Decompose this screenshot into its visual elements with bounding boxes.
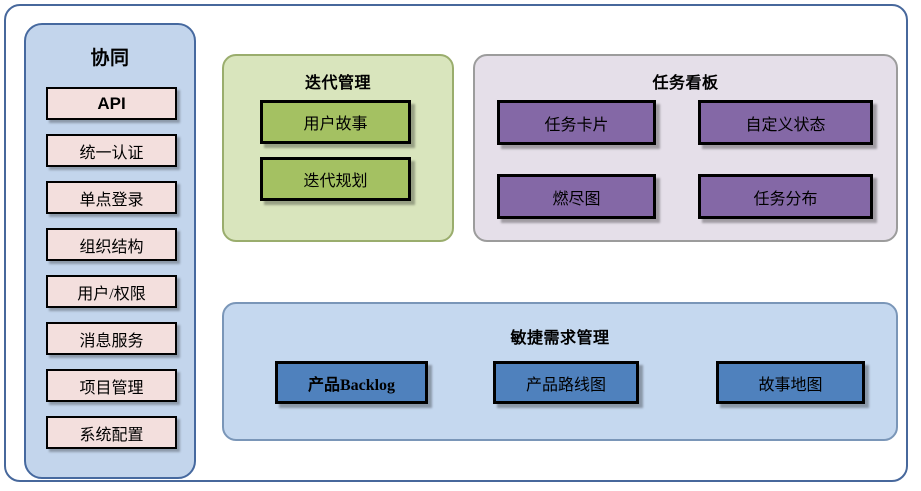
sidebar-item-api[interactable]: API (46, 87, 177, 120)
diagram-outer-frame: 协同 API 统一认证 单点登录 组织结构 用户/权限 消息服务 项目管理 系统… (4, 4, 908, 482)
panel-collaboration: 协同 API 统一认证 单点登录 组织结构 用户/权限 消息服务 项目管理 系统… (24, 23, 196, 479)
sidebar-item-message-service[interactable]: 消息服务 (46, 322, 177, 355)
iteration-item-user-story[interactable]: 用户故事 (260, 100, 411, 144)
sidebar-item-project-management[interactable]: 项目管理 (46, 369, 177, 402)
taskboard-item-burndown-chart[interactable]: 燃尽图 (497, 174, 656, 219)
sidebar-item-user-permission[interactable]: 用户/权限 (46, 275, 177, 308)
panel-collaboration-title: 协同 (90, 48, 130, 69)
panel-agile-requirements: 敏捷需求管理 产品Backlog 产品路线图 故事地图 (222, 302, 898, 441)
panel-iteration-management-title: 迭代管理 (304, 75, 371, 92)
agile-item-story-map[interactable]: 故事地图 (716, 361, 865, 404)
panel-task-board-title: 任务看板 (652, 75, 719, 92)
taskboard-item-task-card[interactable]: 任务卡片 (497, 100, 656, 145)
sidebar-item-unified-auth[interactable]: 统一认证 (46, 134, 177, 167)
taskboard-item-custom-status[interactable]: 自定义状态 (698, 100, 873, 145)
panel-agile-requirements-title: 敏捷需求管理 (510, 330, 610, 347)
sidebar-item-single-sign-on[interactable]: 单点登录 (46, 181, 177, 214)
agile-item-product-backlog[interactable]: 产品Backlog (275, 361, 428, 404)
agile-item-product-roadmap[interactable]: 产品路线图 (493, 361, 639, 404)
panel-task-board: 任务看板 任务卡片 自定义状态 燃尽图 任务分布 (473, 54, 898, 242)
sidebar-item-system-config[interactable]: 系统配置 (46, 416, 177, 449)
iteration-item-iteration-plan[interactable]: 迭代规划 (260, 157, 411, 201)
taskboard-item-task-distribution[interactable]: 任务分布 (698, 174, 873, 219)
sidebar-item-org-structure[interactable]: 组织结构 (46, 228, 177, 261)
panel-iteration-management: 迭代管理 用户故事 迭代规划 (222, 54, 454, 242)
